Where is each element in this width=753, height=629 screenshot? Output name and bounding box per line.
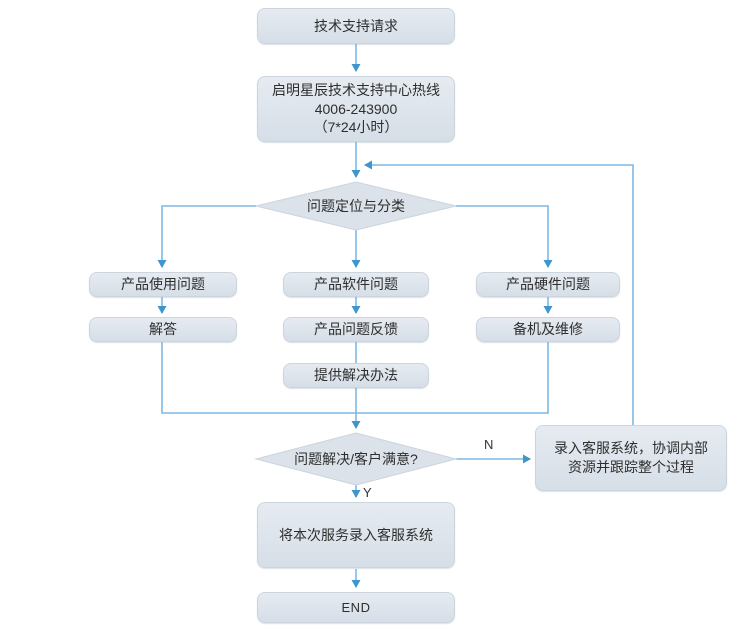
- edge-answer-merge: [161, 342, 356, 414]
- node-escalate-line2: 资源并跟踪整个过程: [568, 459, 694, 475]
- node-answer: 解答: [89, 317, 237, 342]
- node-answer-label: 解答: [149, 321, 177, 338]
- node-end-label: END: [341, 599, 371, 615]
- node-escalate-line1: 录入客服系统，协调内部: [554, 440, 708, 457]
- node-feedback: 产品问题反馈: [283, 317, 429, 342]
- edge-classify-hardware: [456, 205, 553, 268]
- node-hotline-line1: 启明星辰技术支持中心热线: [272, 81, 440, 98]
- node-end: END: [257, 592, 455, 623]
- decision-classify-label: 问题定位与分类: [307, 198, 405, 214]
- node-hotline-line2: 4006-243900: [314, 100, 398, 117]
- edge-escalate-loopback: [364, 160, 634, 425]
- node-repair: 备机及维修: [476, 317, 620, 342]
- node-hotline: 启明星辰技术支持中心热线 4006-243900 （7*24小时）: [257, 76, 455, 142]
- node-software-issue: 产品软件问题: [283, 272, 429, 297]
- node-solution: 提供解决办法: [283, 363, 429, 388]
- edge-label-no: N: [484, 437, 494, 452]
- node-repair-label: 备机及维修: [513, 321, 583, 338]
- node-hardware-issue: 产品硬件问题: [476, 272, 620, 297]
- decision-classify-shape: [255, 181, 457, 231]
- decision-satisfied-shape: [254, 432, 458, 486]
- node-record-label: 将本次服务录入客服系统: [279, 526, 433, 543]
- node-start: 技术支持请求: [257, 8, 455, 44]
- node-feedback-label: 产品问题反馈: [314, 321, 398, 338]
- edge-classify-usage: [157, 205, 256, 268]
- node-usage-issue-label: 产品使用问题: [121, 276, 205, 293]
- node-hardware-issue-label: 产品硬件问题: [506, 276, 590, 293]
- edge-label-yes: Y: [363, 485, 372, 500]
- node-solution-label: 提供解决办法: [314, 367, 398, 384]
- node-software-issue-label: 产品软件问题: [314, 276, 398, 293]
- node-hotline-line3: （7*24小时）: [313, 119, 399, 136]
- node-record: 将本次服务录入客服系统: [257, 502, 455, 568]
- decision-satisfied-label: 问题解决/客户满意?: [294, 451, 418, 467]
- node-escalate: 录入客服系统，协调内部 资源并跟踪整个过程: [535, 425, 727, 491]
- edge-repair-merge: [356, 342, 549, 414]
- node-start-label: 技术支持请求: [314, 17, 398, 34]
- node-usage-issue: 产品使用问题: [89, 272, 237, 297]
